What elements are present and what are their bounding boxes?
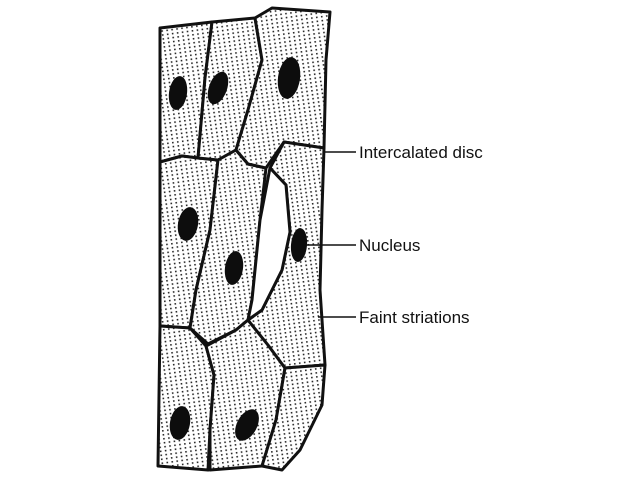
nucleus [277, 57, 301, 99]
nuclei [168, 57, 308, 441]
muscle-cell [260, 363, 327, 472]
nucleus-label: Nucleus [359, 236, 420, 255]
faint-striations-label: Faint striations [359, 308, 470, 327]
nucleus [207, 71, 229, 105]
intercalated-disc-label: Intercalated disc [359, 143, 483, 162]
intercellular-gap [246, 166, 292, 322]
nucleus [177, 207, 199, 241]
nucleus [168, 76, 188, 110]
nucleus [169, 406, 191, 440]
muscle-fibres [156, 6, 332, 472]
nucleus [290, 228, 308, 262]
nucleus [224, 251, 244, 285]
labels: Intercalated disc Nucleus Faint striatio… [306, 143, 483, 327]
nucleus [235, 409, 259, 441]
